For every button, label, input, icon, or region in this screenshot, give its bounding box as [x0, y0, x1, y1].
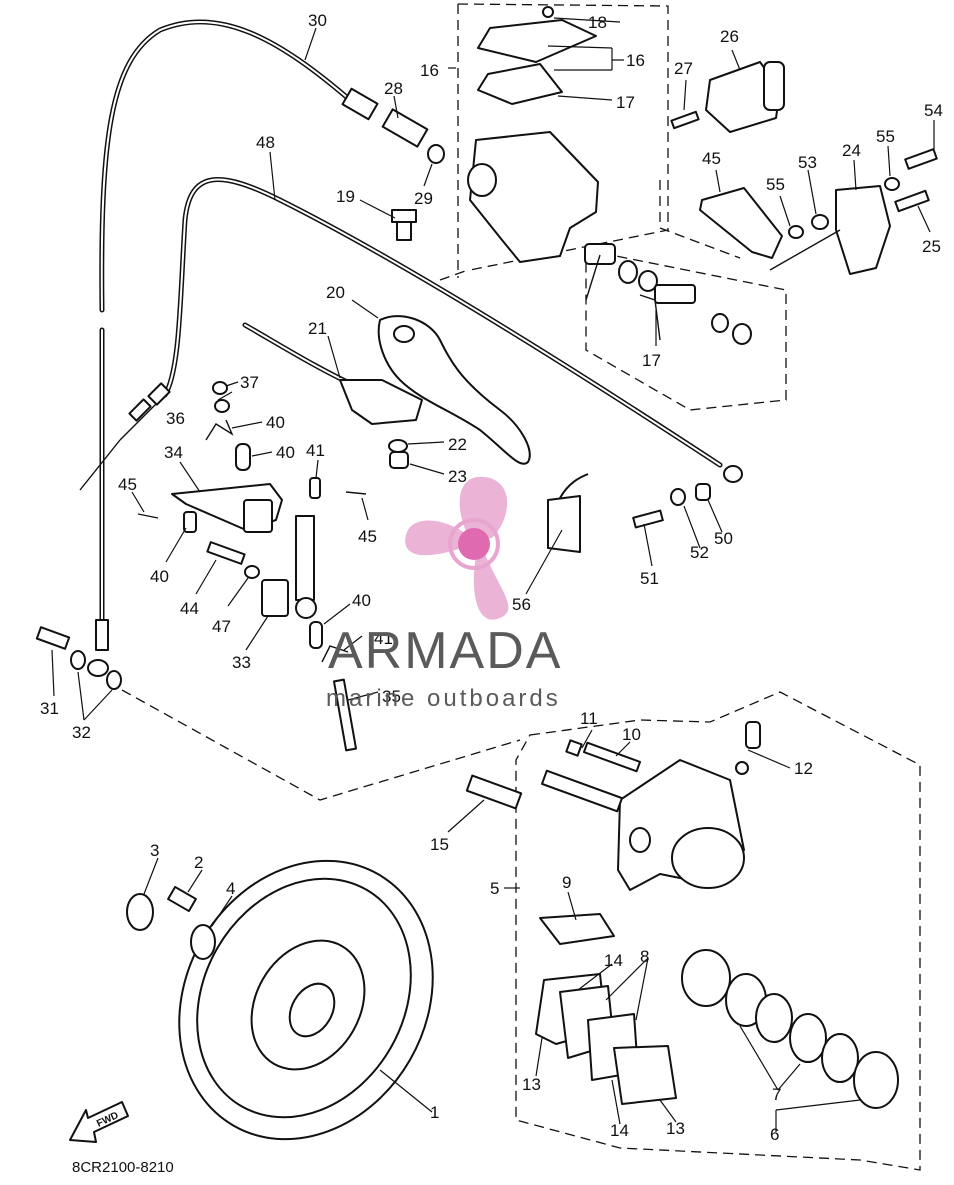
callout-16: 16	[420, 61, 439, 80]
callout-9: 9	[562, 873, 571, 892]
callout-14-bottom: 14	[610, 1121, 629, 1140]
callout-8: 8	[640, 947, 649, 966]
callout-2: 2	[194, 853, 203, 872]
callout-10: 10	[622, 725, 641, 744]
callout-23: 21	[308, 319, 327, 338]
pedal-linkage	[137, 381, 367, 752]
brake-lever	[339, 209, 531, 469]
callout-13-right: 13	[666, 1119, 685, 1138]
callout-20: 18	[588, 13, 607, 32]
callout-45-right: 45	[358, 527, 377, 546]
callout-6: 6	[770, 1125, 779, 1144]
callout-38: 36	[166, 409, 185, 428]
leader-lines	[51, 17, 935, 1132]
cable-48	[79, 177, 743, 491]
bolt-33-washers-34	[35, 626, 122, 690]
adjuster-30	[341, 87, 445, 164]
master-cylinder	[467, 6, 599, 263]
callout-25: 23	[448, 467, 467, 486]
fwd-arrow-icon: FWD	[69, 1101, 129, 1143]
callout-7: 7	[772, 1085, 781, 1104]
callout-4: 4	[226, 879, 235, 898]
callout-52: 52	[690, 543, 709, 562]
callout-5: 5	[490, 879, 499, 898]
callout-48: 48	[256, 133, 275, 152]
callout-40-bottom: 40	[352, 591, 371, 610]
callout-39: 37	[240, 373, 259, 392]
callout-50: 50	[714, 529, 733, 548]
callout-44: 41	[306, 441, 325, 460]
callout-54: 54	[924, 101, 943, 120]
callout-34: 32	[72, 723, 91, 742]
piston-kit-17	[584, 243, 752, 345]
callout-46: 44	[180, 599, 199, 618]
callout-42: 40	[266, 413, 285, 432]
caliper	[465, 721, 761, 891]
callout-55-right: 55	[876, 127, 895, 146]
callout-33: 31	[40, 699, 59, 718]
callout-3: 3	[150, 841, 159, 860]
callout-53: 53	[798, 153, 817, 172]
callout-37: 35	[382, 687, 401, 706]
callout-24: 22	[448, 435, 467, 454]
callout-41: 41	[374, 629, 393, 648]
callouts: 30 28 29 48 19 18 16 17 16 17 20 21 22 2…	[40, 11, 943, 1144]
group-outlines	[121, 3, 921, 1171]
callout-21: 19	[336, 187, 355, 206]
callout-1: 1	[430, 1103, 439, 1122]
propeller-logo-icon	[405, 476, 509, 620]
reservoir-parts	[670, 61, 938, 275]
callout-19: 17	[616, 93, 635, 112]
callout-28: 26	[720, 27, 739, 46]
callout-22: 20	[326, 283, 345, 302]
diagram-code: 8CR2100-8210	[72, 1159, 174, 1176]
callout-18: 16	[626, 51, 645, 70]
cable-23	[242, 322, 363, 391]
callout-31: 29	[414, 189, 433, 208]
armada-watermark: ARMADA marine outboards	[326, 476, 562, 712]
callout-55-left: 55	[766, 175, 785, 194]
callout-13-left: 13	[522, 1075, 541, 1094]
brake-disc	[126, 859, 434, 1141]
callout-56: 56	[512, 595, 531, 614]
callout-26: 24	[842, 141, 861, 160]
callout-43: 40	[150, 567, 169, 586]
callout-36: 34	[164, 443, 183, 462]
callout-49: 45	[702, 149, 721, 168]
callout-30: 28	[384, 79, 403, 98]
callout-29: 27	[674, 59, 693, 78]
callout-17: 17	[642, 351, 661, 370]
callout-32: 30	[308, 11, 327, 30]
callout-11: 11	[580, 709, 598, 728]
callout-35: 33	[232, 653, 251, 672]
misc-small-parts	[547, 473, 711, 553]
pads-and-seals	[535, 913, 899, 1109]
callout-51: 51	[640, 569, 659, 588]
callout-12: 12	[794, 759, 813, 778]
watermark-title: ARMADA	[328, 622, 562, 680]
callout-14-top: 14	[604, 951, 623, 970]
callout-45-left: 45	[118, 475, 137, 494]
watermark-subtitle: marine outboards	[326, 685, 561, 712]
callout-40-top: 40	[276, 443, 295, 462]
callout-27: 25	[922, 237, 941, 256]
callout-47: 47	[212, 617, 231, 636]
callout-15: 15	[430, 835, 449, 854]
cable-32	[87, 19, 353, 677]
